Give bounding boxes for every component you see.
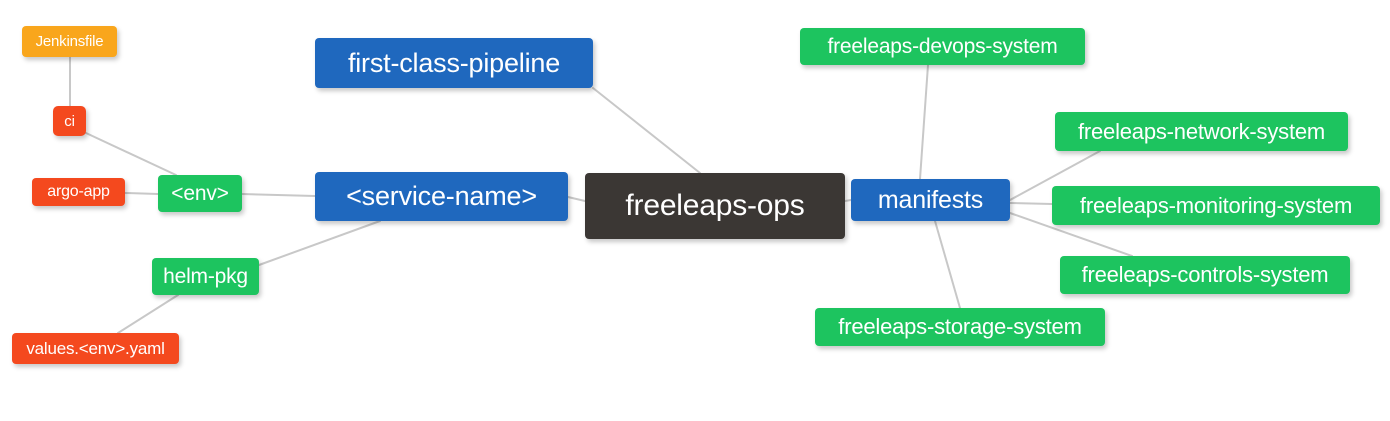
node-freeleaps-controls-system[interactable]: freeleaps-controls-system [1060, 256, 1350, 294]
node-label: values.<env>.yaml [26, 339, 165, 358]
node-label: <env> [171, 182, 229, 205]
node-values-yaml[interactable]: values.<env>.yaml [12, 333, 179, 364]
node-freeleaps-network-system[interactable]: freeleaps-network-system [1055, 112, 1348, 151]
node-freeleaps-ops[interactable]: freeleaps-ops [585, 173, 845, 239]
node-label: ci [64, 112, 75, 130]
edge-argo-app-to-env [124, 192, 159, 195]
edge-manifests-to-freeleaps-monitoring-system [1009, 202, 1053, 205]
node-label: freeleaps-monitoring-system [1079, 192, 1353, 218]
node-freeleaps-storage-system[interactable]: freeleaps-storage-system [815, 308, 1105, 346]
node-label: helm-pkg [163, 265, 248, 288]
node-freeleaps-devops-system[interactable]: freeleaps-devops-system [800, 28, 1085, 65]
edge-ci-to-env [85, 132, 177, 176]
edge-helm-pkg-to-service-name [258, 220, 381, 266]
edge-manifests-to-freeleaps-devops-system [919, 64, 929, 180]
edge-service-name-to-freeleaps-ops [567, 196, 586, 202]
node-label: Jenkinsfile [35, 33, 104, 50]
node-label: argo-app [47, 183, 110, 200]
node-label: manifests [877, 185, 984, 214]
node-label: freeleaps-controls-system [1081, 262, 1329, 287]
node-label: freeleaps-devops-system [827, 35, 1058, 58]
node-service-name[interactable]: <service-name> [315, 172, 568, 221]
node-label: freeleaps-network-system [1077, 118, 1326, 144]
node-helm-pkg[interactable]: helm-pkg [152, 258, 259, 295]
node-label: freeleaps-ops [625, 189, 805, 222]
node-jenkinsfile[interactable]: Jenkinsfile [22, 26, 117, 57]
node-argo-app[interactable]: argo-app [32, 178, 125, 206]
node-env[interactable]: <env> [158, 175, 242, 212]
node-label: freeleaps-storage-system [838, 314, 1082, 339]
edge-values-yaml-to-helm-pkg [117, 294, 179, 334]
node-manifests[interactable]: manifests [851, 179, 1010, 221]
node-label: <service-name> [346, 181, 537, 211]
node-ci[interactable]: ci [53, 106, 86, 136]
node-freeleaps-monitoring-system[interactable]: freeleaps-monitoring-system [1052, 186, 1380, 225]
edge-env-to-service-name [241, 193, 316, 197]
edge-manifests-to-freeleaps-storage-system [934, 220, 961, 309]
node-label: first-class-pipeline [347, 47, 561, 78]
node-first-class-pipeline[interactable]: first-class-pipeline [315, 38, 593, 88]
edge-first-class-pipeline-to-freeleaps-ops [592, 87, 701, 174]
